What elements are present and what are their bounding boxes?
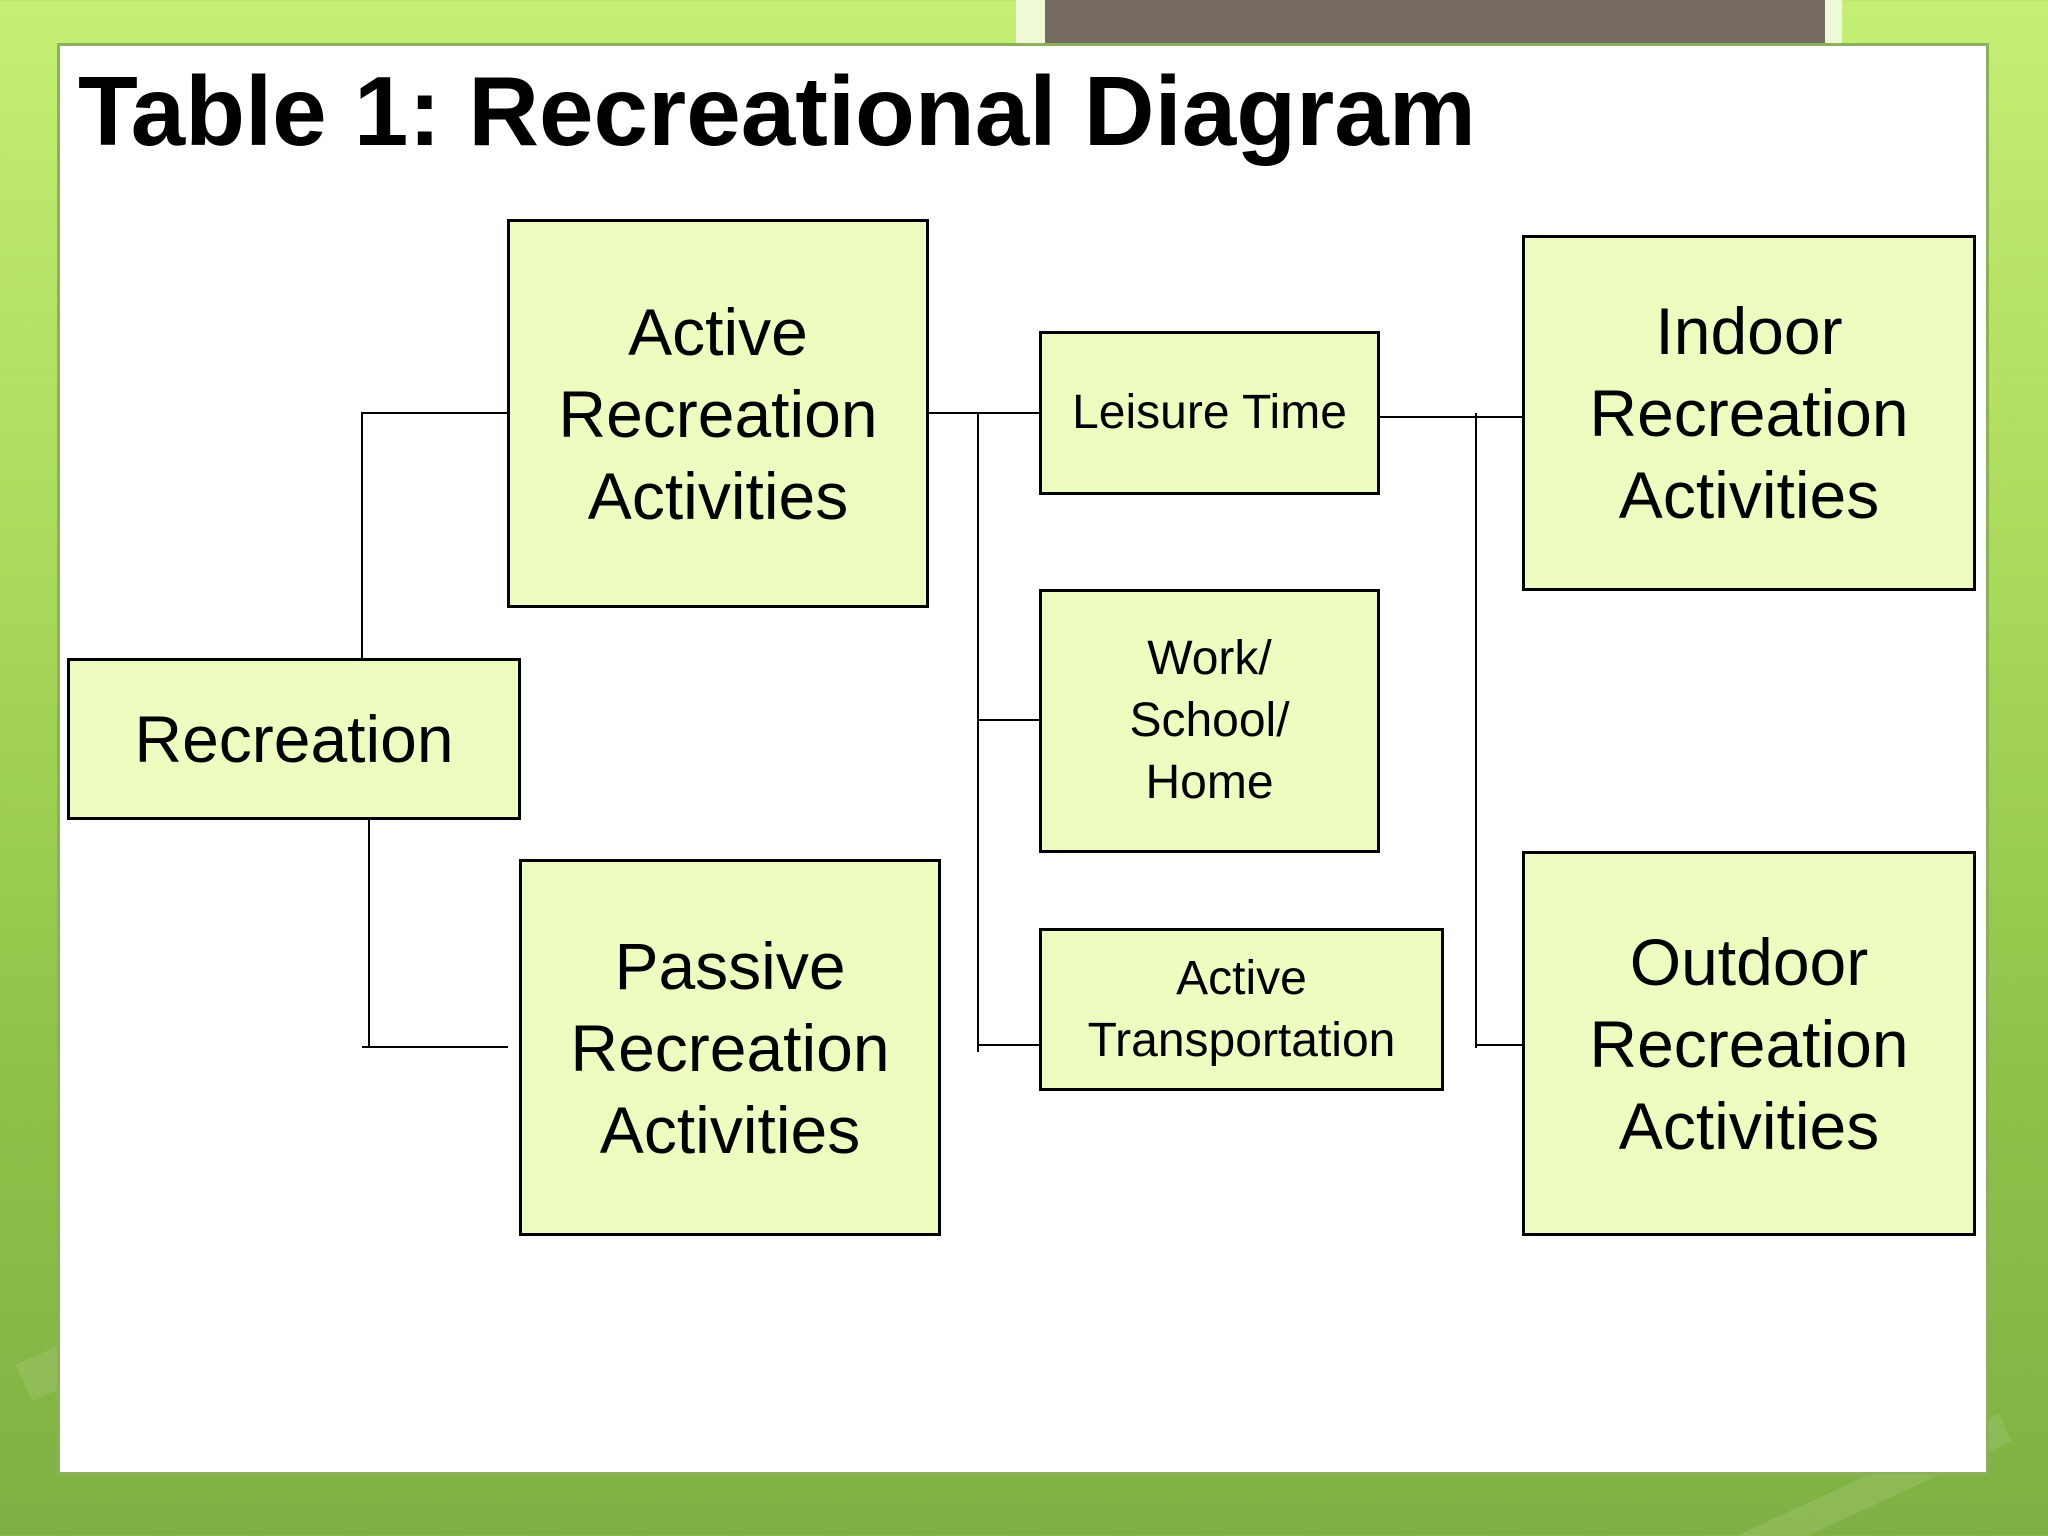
node-work-school-home-label: Work/ School/ Home [1129,632,1290,809]
node-indoor-recreation-activities: Indoor Recreation Activities [1522,235,1976,591]
node-active-transportation-label: Active Transportation [1087,951,1396,1067]
top-bar-light [1016,0,1045,44]
node-passive-recreation-activities: Passive Recreation Activities [519,859,941,1236]
node-active-recreation-activities: Active Recreation Activities [507,219,929,608]
node-leisure-time-label: Leisure Time [1072,386,1347,439]
node-work-school-home: Work/ School/ Home [1039,589,1380,853]
connector-recreation-active [361,412,508,658]
node-recreation: Recreation [67,658,521,820]
node-recreation-label: Recreation [134,702,454,776]
node-active-recreation-label: Active Recreation Activities [558,294,878,533]
node-leisure-time: Leisure Time [1039,331,1380,495]
node-outdoor-recreation-activities: Outdoor Recreation Activities [1522,851,1976,1236]
node-passive-recreation-label: Passive Recreation Activities [570,928,890,1167]
connector-recreation-passive [362,820,508,1048]
node-active-transportation: Active Transportation [1039,928,1444,1091]
node-outdoor-recreation-label: Outdoor Recreation Activities [1589,924,1909,1163]
top-bar-dark [1045,0,1825,44]
slide-title: Table 1: Recreational Diagram [78,56,1476,166]
top-bar-light-right [1825,0,1842,44]
node-indoor-recreation-label: Indoor Recreation Activities [1589,294,1909,532]
